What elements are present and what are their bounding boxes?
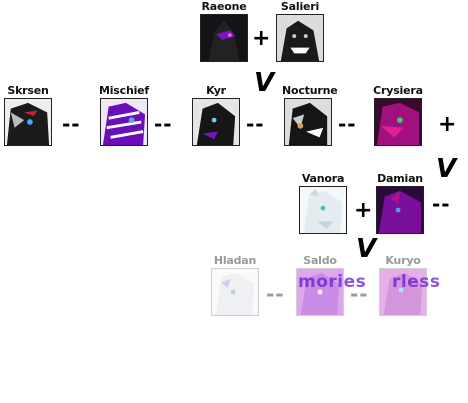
plus-symbol: +	[438, 112, 457, 137]
wolf-portrait	[374, 98, 422, 146]
wolf-mischief: Mischief	[98, 84, 150, 146]
wolf-name: Nocturne	[282, 84, 338, 97]
wolf-kuryo: Kuryo	[377, 254, 429, 316]
wolf-salieri: Salieri	[274, 0, 326, 62]
wolf-portrait	[100, 98, 148, 146]
wolf-name: Mischief	[98, 84, 150, 97]
wolf-skrsen: Skrsen	[2, 84, 54, 146]
wolf-name: Salieri	[280, 0, 320, 13]
wolf-portrait	[376, 186, 424, 234]
wolf-portrait	[211, 268, 259, 316]
watermark-text-right: rless	[392, 272, 441, 292]
vee-symbol: V	[254, 68, 275, 98]
wolf-name: Kyr	[206, 84, 226, 97]
wolf-name: Saldo	[303, 254, 337, 267]
dash-symbol: --	[432, 192, 451, 216]
dash-symbol: --	[266, 282, 285, 306]
wolf-name: Skrsen	[7, 84, 49, 97]
dash-symbol: --	[350, 282, 369, 306]
wolf-name: Hladan	[213, 254, 257, 267]
wolf-nocturne: Nocturne	[282, 84, 338, 146]
wolf-hladan: Hladan	[209, 254, 261, 316]
vee-symbol: V	[356, 234, 377, 264]
wolf-portrait	[4, 98, 52, 146]
wolf-portrait	[296, 268, 344, 316]
wolf-damian: Damian	[374, 172, 426, 234]
wolf-name: Crysiera	[373, 84, 423, 97]
plus-symbol: +	[354, 198, 373, 223]
wolf-portrait	[299, 186, 347, 234]
vee-symbol: V	[436, 154, 457, 184]
watermark-text-left: mories	[298, 272, 367, 292]
dash-symbol: --	[154, 112, 173, 136]
dash-symbol: --	[246, 112, 265, 136]
wolf-vanora: Vanora	[297, 172, 349, 234]
dash-symbol: --	[338, 112, 357, 136]
wolf-portrait	[192, 98, 240, 146]
wolf-kyr: Kyr	[190, 84, 242, 146]
wolf-name: Kuryo	[385, 254, 421, 267]
wolf-portrait	[379, 268, 427, 316]
wolf-name: Raeone	[201, 0, 247, 13]
dash-symbol: --	[62, 112, 81, 136]
wolf-saldo: Saldo	[294, 254, 346, 316]
wolf-crysiera: Crysiera	[372, 84, 424, 146]
wolf-raeone: Raeone	[198, 0, 250, 62]
wolf-name: Damian	[377, 172, 423, 185]
wolf-portrait	[276, 14, 324, 62]
wolf-portrait	[200, 14, 248, 62]
plus-symbol: +	[252, 26, 271, 51]
wolf-portrait	[284, 98, 332, 146]
wolf-name: Vanora	[301, 172, 345, 185]
